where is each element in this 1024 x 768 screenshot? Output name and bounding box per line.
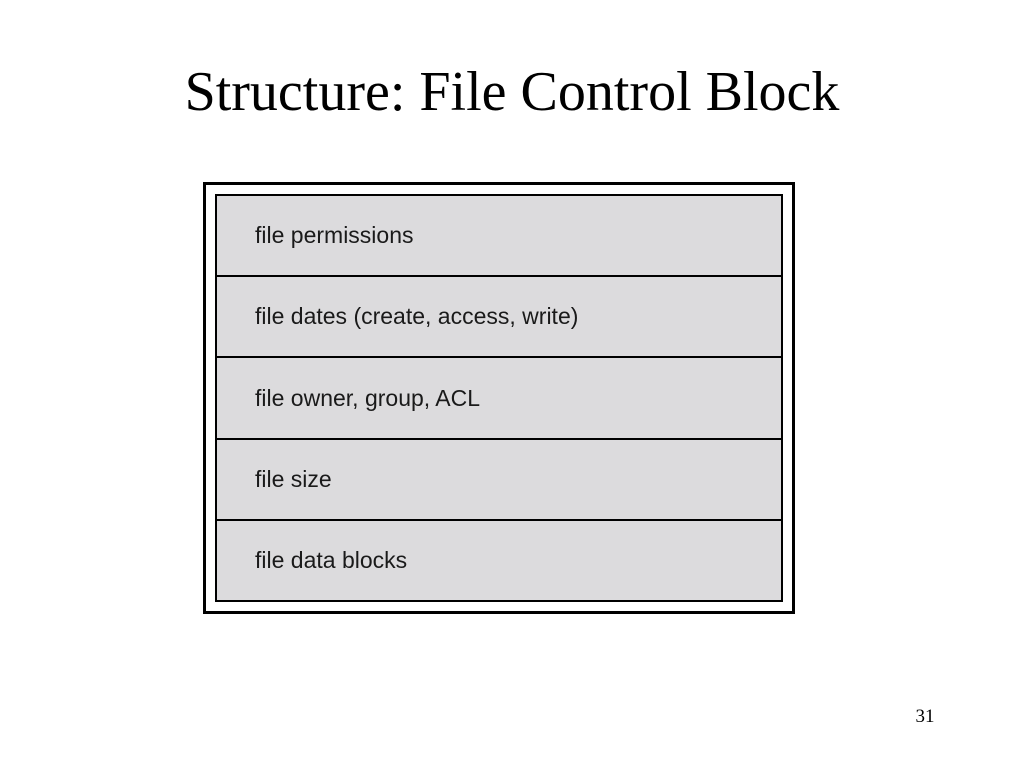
fcb-field-dates: file dates (create, access, write)	[217, 277, 781, 359]
slide-title: Structure: File Control Block	[184, 61, 840, 123]
page-number: 31	[915, 706, 935, 727]
file-control-block-diagram: file permissions file dates (create, acc…	[203, 182, 795, 614]
fcb-field-data-blocks: file data blocks	[255, 546, 408, 573]
fcb-field-size: file size	[217, 440, 781, 521]
fcb-field-permissions: file permissions	[217, 196, 781, 278]
fcb-field-owner: file owner, group, ACL	[217, 358, 781, 440]
file-control-block-fields: file permissions file dates (create, acc…	[215, 194, 783, 602]
